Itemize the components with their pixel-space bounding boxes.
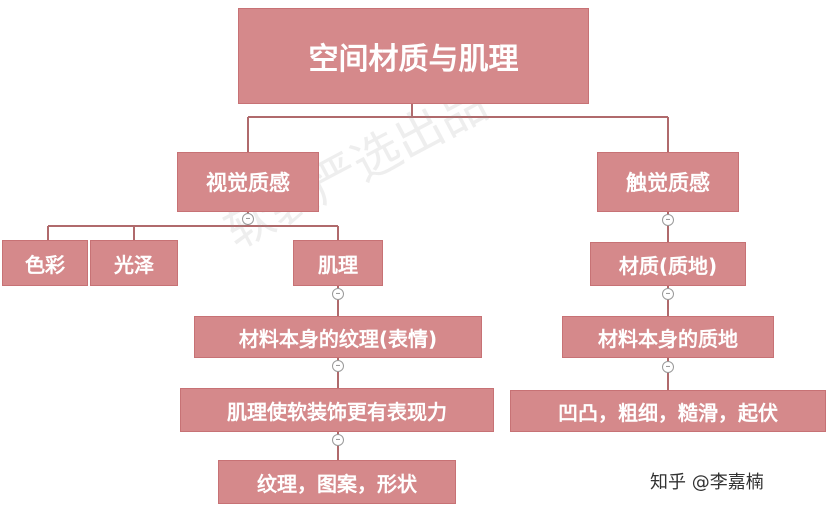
- texture-node: 肌理: [293, 240, 383, 286]
- tactile-item-1: 材质(质地): [590, 242, 746, 286]
- collapse-icon[interactable]: –: [662, 361, 674, 373]
- texture-item-1: 材料本身的纹理(表情): [194, 316, 482, 358]
- author-credit: 知乎 @李嘉楠: [650, 472, 764, 493]
- collapse-icon[interactable]: –: [242, 213, 254, 225]
- tactile-item-2: 材料本身的质地: [562, 316, 774, 358]
- collapse-icon[interactable]: –: [332, 360, 344, 372]
- root-node: 空间材质与肌理: [238, 8, 589, 104]
- collapse-icon[interactable]: –: [332, 288, 344, 300]
- tactile-item-3: 凹凸，粗细，糙滑，起伏: [510, 390, 826, 432]
- tactile-texture-node: 触觉质感: [597, 152, 739, 212]
- collapse-icon[interactable]: –: [662, 288, 674, 300]
- color-node: 色彩: [2, 240, 88, 286]
- collapse-icon[interactable]: –: [662, 214, 674, 226]
- collapse-icon[interactable]: –: [332, 434, 344, 446]
- gloss-node: 光泽: [90, 240, 178, 286]
- texture-item-3: 纹理，图案，形状: [218, 460, 456, 504]
- texture-item-2: 肌理使软装饰更有表现力: [180, 388, 494, 432]
- visual-texture-node: 视觉质感: [177, 152, 319, 212]
